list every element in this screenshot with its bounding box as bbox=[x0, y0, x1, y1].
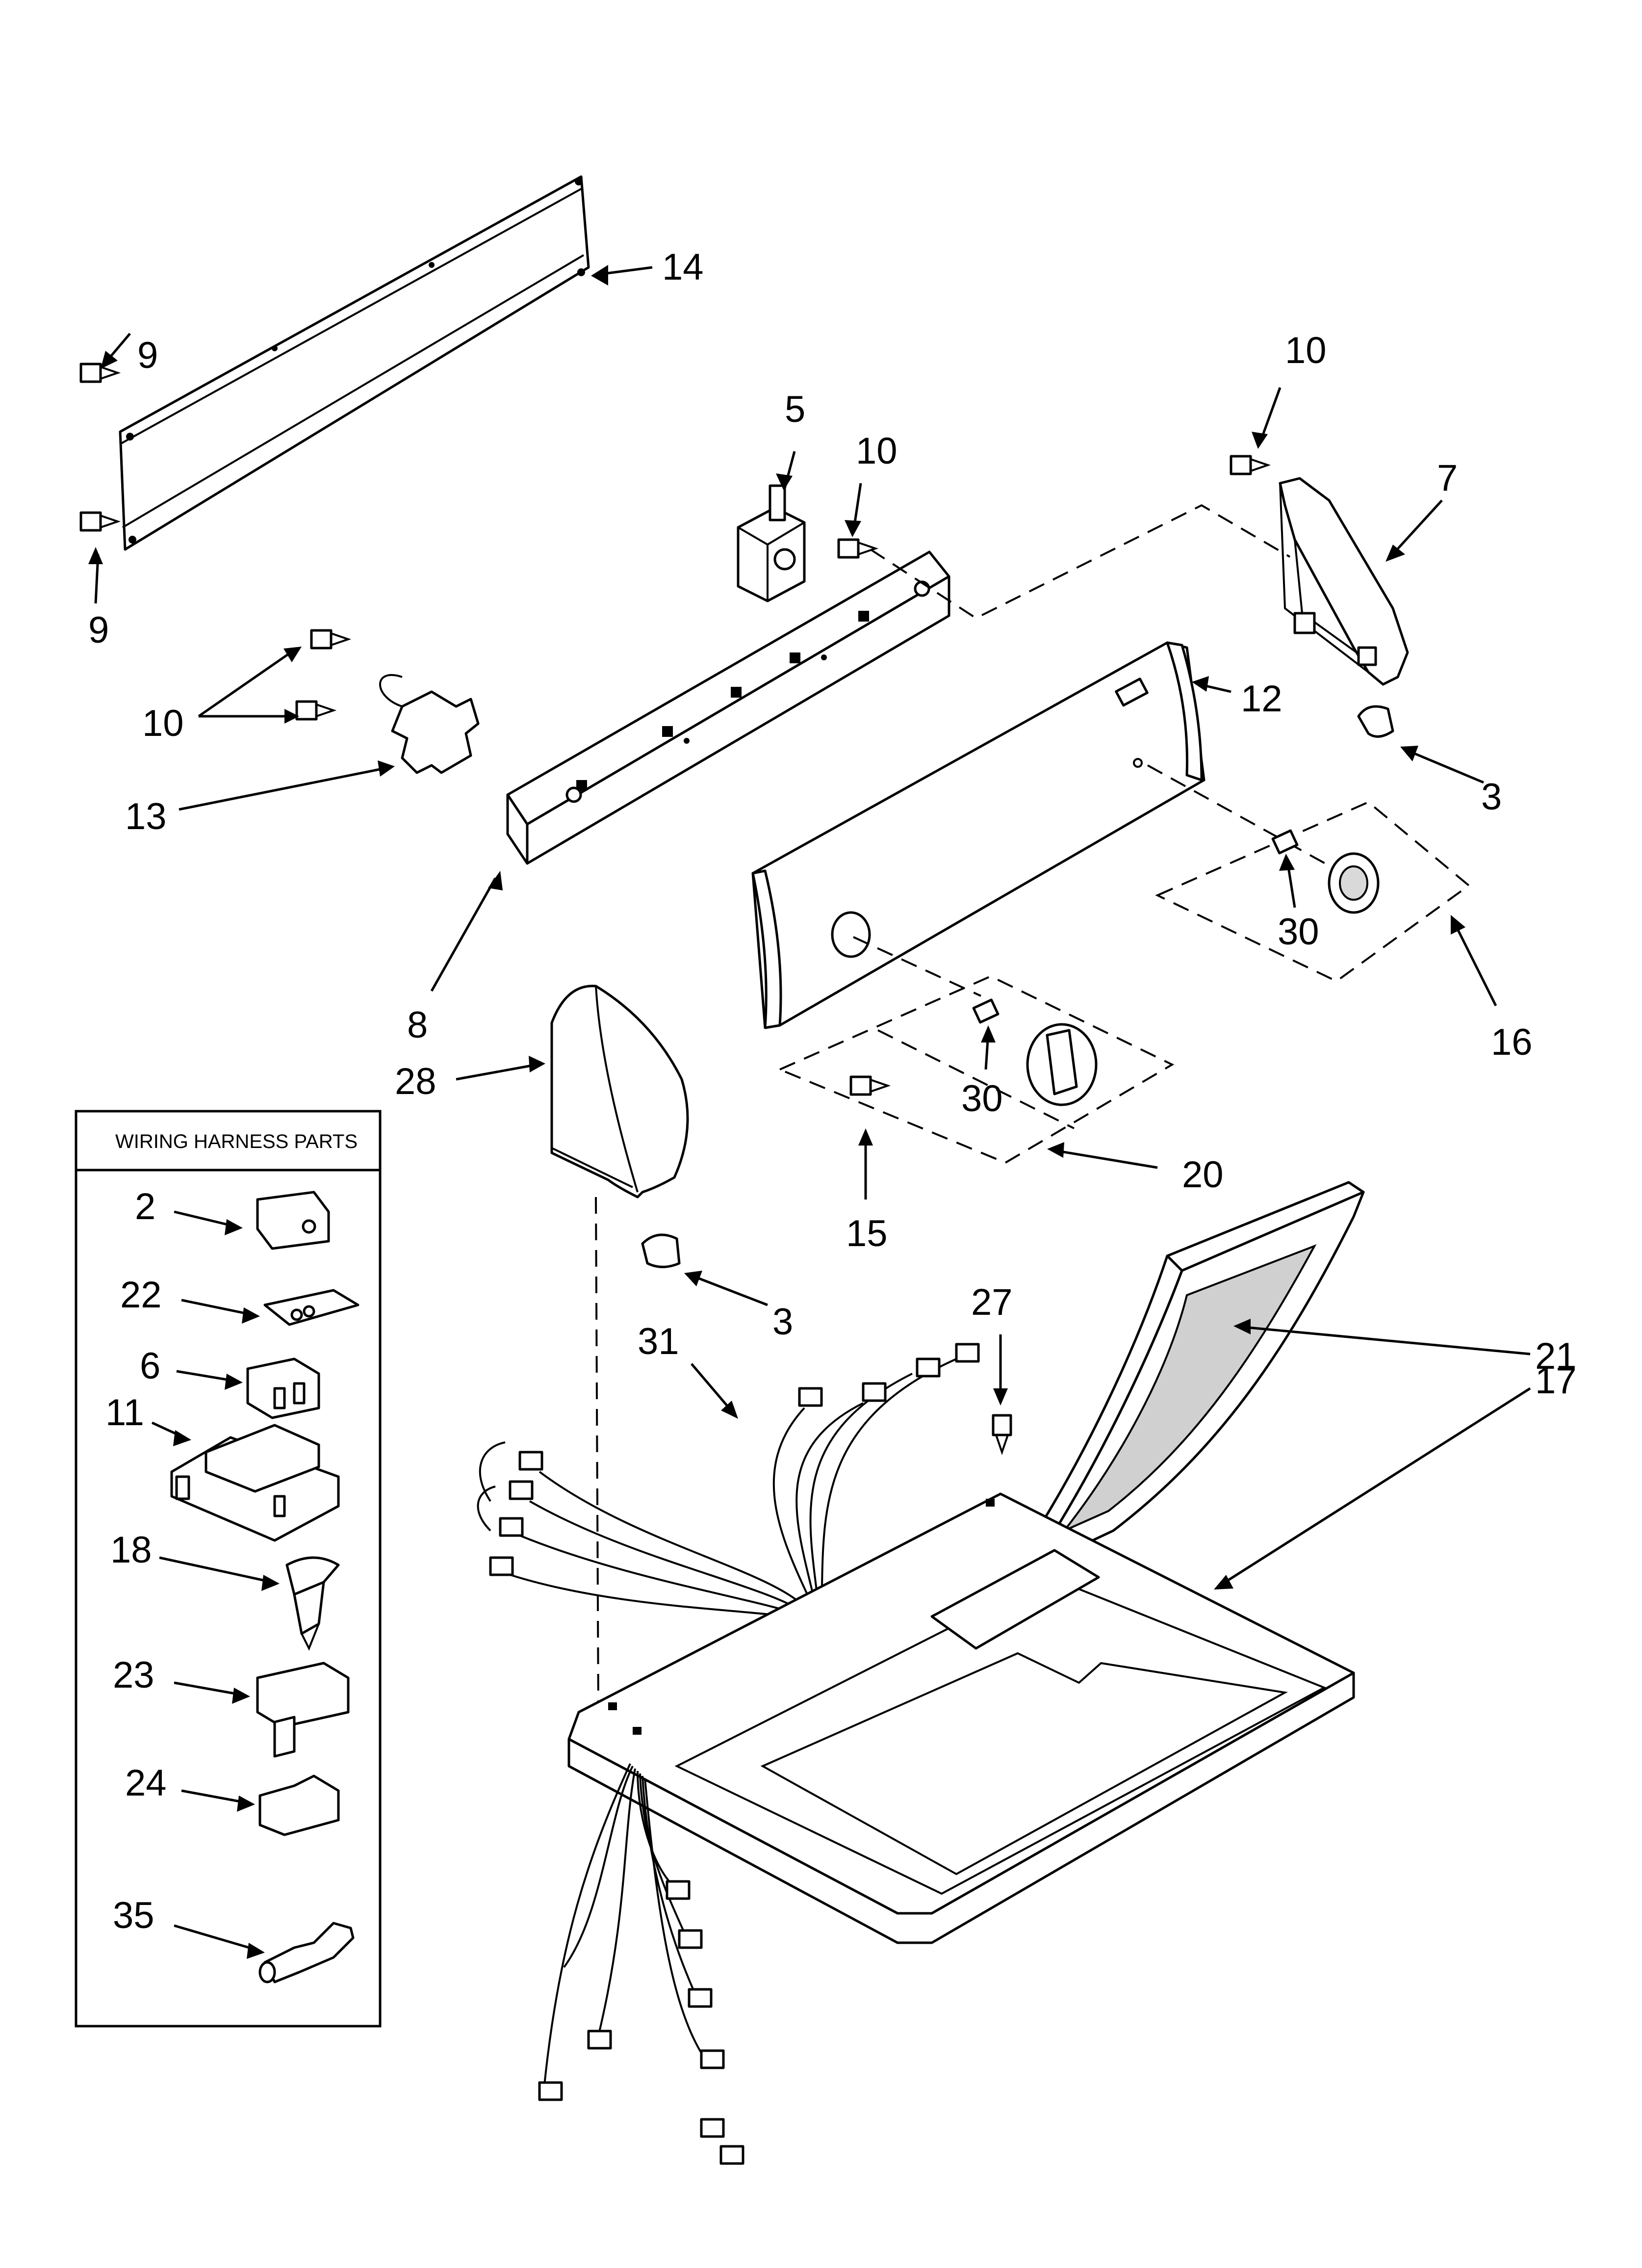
screw-27-icon bbox=[992, 1414, 1012, 1456]
screw-9-top-icon bbox=[79, 363, 121, 383]
screw-10-left-top-icon bbox=[310, 629, 352, 650]
harness-item-24: 24 bbox=[125, 1762, 167, 1804]
callout-3-lower: 3 bbox=[772, 1301, 793, 1343]
wiring-harness-parts-box: WIRING HARNESS PARTS 2 22 6 11 bbox=[75, 1110, 382, 2028]
harness-item-35: 35 bbox=[113, 1895, 154, 1936]
harness-item-2: 2 bbox=[135, 1186, 155, 1227]
callout-5: 5 bbox=[785, 389, 805, 430]
part-20-knob-assembly-left bbox=[777, 936, 1175, 1164]
part-12-console bbox=[751, 641, 1206, 1029]
harness-item-23: 23 bbox=[113, 1654, 154, 1696]
part-13-timer bbox=[379, 674, 480, 774]
callout-8: 8 bbox=[407, 1004, 428, 1046]
callout-13: 13 bbox=[125, 796, 167, 837]
lower-wire-harness bbox=[538, 1763, 744, 2165]
callout-10-left: 10 bbox=[142, 703, 184, 744]
screw-10-center-icon bbox=[837, 538, 879, 559]
callout-31: 31 bbox=[638, 1321, 679, 1362]
screw-10-left-bottom-icon bbox=[295, 700, 337, 721]
harness-item-6: 6 bbox=[140, 1345, 160, 1387]
harness-box-title: WIRING HARNESS PARTS bbox=[115, 1131, 358, 1152]
part-5-switch bbox=[737, 484, 806, 602]
part-28-end-cap-left bbox=[550, 985, 689, 1199]
callout-10-right: 10 bbox=[1285, 330, 1327, 371]
callout-15: 15 bbox=[846, 1213, 888, 1254]
callout-30-left: 30 bbox=[961, 1078, 1003, 1120]
part-7-end-cap-right bbox=[1279, 477, 1409, 686]
terminal-35-icon bbox=[258, 1922, 355, 1983]
callout-17: 17 bbox=[1535, 1360, 1577, 1402]
part-3-clip-upper bbox=[1357, 705, 1394, 738]
part-3-clip-lower bbox=[641, 1233, 681, 1268]
callout-9-top: 9 bbox=[137, 335, 158, 376]
callout-16: 16 bbox=[1491, 1021, 1533, 1063]
callout-27: 27 bbox=[971, 1281, 1013, 1323]
connector-23-icon bbox=[256, 1662, 350, 1758]
part-14-rear-panel bbox=[119, 175, 590, 551]
callout-9-bottom: 9 bbox=[88, 609, 109, 651]
callout-21: 21 bbox=[1535, 1335, 1577, 1377]
callout-3-upper: 3 bbox=[1481, 776, 1502, 818]
part-8-console-bracket bbox=[506, 550, 950, 865]
connector-22-icon bbox=[263, 1289, 359, 1326]
callout-14: 14 bbox=[662, 246, 704, 288]
callout-7: 7 bbox=[1437, 457, 1458, 499]
part-17-top-panel bbox=[567, 1492, 1355, 1944]
connector-11-icon bbox=[170, 1424, 340, 1542]
harness-item-11: 11 bbox=[105, 1392, 144, 1434]
connector-24-icon bbox=[258, 1774, 340, 1836]
harness-item-18: 18 bbox=[110, 1529, 152, 1571]
connector-2-icon bbox=[256, 1191, 330, 1250]
callout-10-center: 10 bbox=[856, 430, 898, 472]
callout-30-right: 30 bbox=[1278, 911, 1319, 953]
part-21-lint-screen bbox=[1014, 1181, 1365, 1571]
connector-18-icon bbox=[285, 1556, 340, 1651]
callout-28: 28 bbox=[395, 1061, 436, 1102]
callout-20: 20 bbox=[1182, 1154, 1224, 1196]
part-16-knob-assembly-right bbox=[1147, 764, 1471, 983]
connector-6-icon bbox=[246, 1357, 320, 1419]
screw-10-right-icon bbox=[1230, 455, 1271, 475]
screw-15-icon bbox=[849, 1075, 891, 1096]
callout-12: 12 bbox=[1241, 678, 1283, 720]
screw-9-bottom-icon bbox=[79, 511, 121, 532]
harness-item-22: 22 bbox=[120, 1274, 162, 1316]
